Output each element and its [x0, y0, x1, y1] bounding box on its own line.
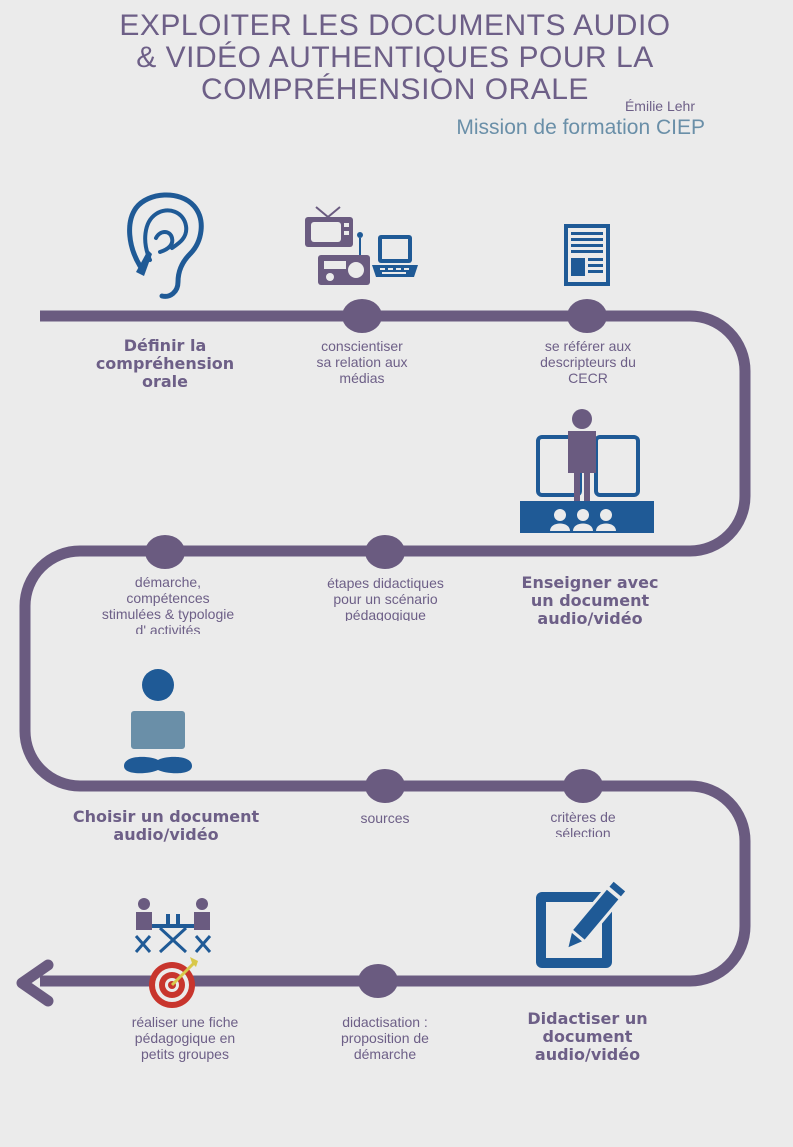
title-line: & VIDÉO AUTHENTIQUES POUR LA: [136, 41, 654, 74]
road-node: [358, 964, 398, 998]
media-devices-icon: [305, 206, 418, 285]
teacher-classroom-icon: [520, 409, 654, 533]
road-node: [567, 299, 607, 333]
road-node: [563, 769, 603, 803]
page-title: EXPLOITER LES DOCUMENTS AUDIO & VIDÉO AU…: [60, 10, 730, 106]
road-node: [365, 769, 405, 803]
road-node: [145, 535, 185, 569]
road-node: [342, 299, 382, 333]
step-label: sources: [360, 810, 410, 826]
laptop-user-icon: [124, 669, 192, 774]
ear-icon: [127, 192, 204, 299]
group-work-icon: [134, 898, 212, 954]
road-node: [365, 535, 405, 569]
target-icon: [149, 957, 198, 1008]
title-line: EXPLOITER LES DOCUMENTS AUDIO: [119, 9, 671, 42]
organization: Mission de formation CIEP: [456, 116, 705, 139]
author: Émilie Lehr: [624, 98, 695, 114]
title-line: COMPRÉHENSION ORALE: [201, 73, 589, 106]
document-icon: [564, 224, 610, 286]
edit-icon: [536, 878, 630, 968]
arrow-head-icon: [16, 959, 54, 1007]
